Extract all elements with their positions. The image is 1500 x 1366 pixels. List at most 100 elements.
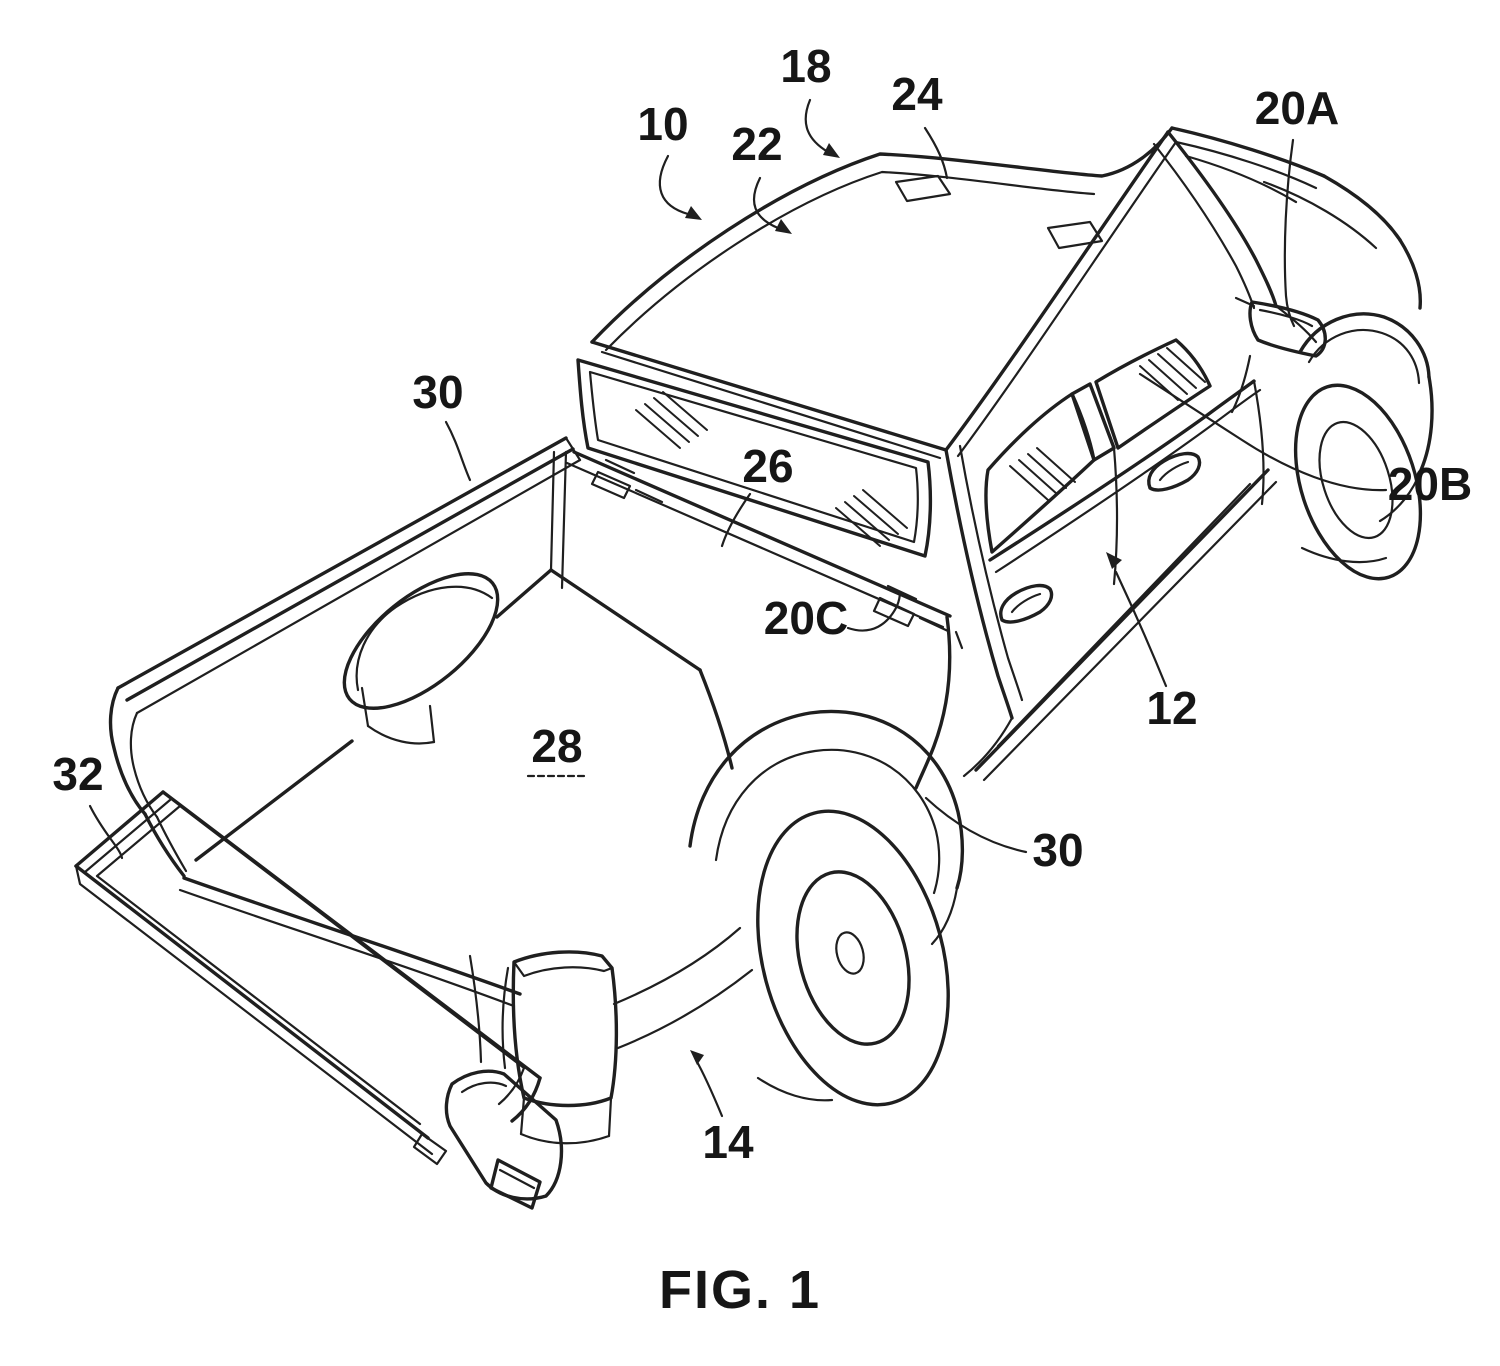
leader-line bbox=[1283, 138, 1296, 328]
c-pillar-inner bbox=[958, 444, 1024, 702]
leader-line bbox=[658, 154, 690, 216]
glass-hatch bbox=[1009, 447, 1076, 501]
drip-rail-outer bbox=[944, 130, 1170, 452]
lower-body-line bbox=[616, 968, 754, 1050]
ref-label-12: 12 bbox=[1146, 682, 1197, 734]
fender-bed-intersect bbox=[698, 668, 734, 770]
rear-fender-wheel bbox=[612, 615, 965, 1107]
tailgate-inner-near bbox=[497, 1066, 526, 1106]
tailgate-far-cap bbox=[74, 790, 165, 868]
bed-front-corner-post bbox=[560, 450, 568, 590]
leader-line bbox=[923, 126, 949, 180]
leader-line bbox=[846, 590, 902, 632]
side-mirror bbox=[1248, 300, 1327, 358]
rear-door-handle-line bbox=[1010, 592, 1042, 614]
front-door-handle-line bbox=[1158, 460, 1190, 482]
floor-left-junction bbox=[194, 739, 354, 862]
pickup-truck-drawing bbox=[74, 126, 1434, 1210]
windshield-header-inner bbox=[1174, 140, 1318, 190]
bed-rear-corner-edge bbox=[468, 954, 483, 1064]
ref-label-26: 26 bbox=[742, 440, 793, 492]
glass-hatch bbox=[835, 489, 908, 547]
slider-latch-tick bbox=[604, 458, 664, 504]
leader-line bbox=[1114, 570, 1168, 688]
rocker-panel-upper bbox=[974, 468, 1270, 772]
c-pillar-outer bbox=[944, 448, 1014, 720]
ref-label-20A: 20A bbox=[1255, 82, 1339, 134]
front-fender-top bbox=[1398, 238, 1423, 310]
cab-side bbox=[944, 338, 1278, 782]
wheel-hump-face bbox=[360, 686, 436, 744]
rear-fender-outer bbox=[688, 709, 965, 890]
ref-14: 14 bbox=[690, 1050, 754, 1168]
door-split-line bbox=[1112, 446, 1119, 586]
figure-caption: FIG. 1 bbox=[659, 1260, 821, 1320]
bed-front-corner-post bbox=[549, 450, 556, 572]
ref-20C: 20C bbox=[764, 590, 902, 644]
ref-32: 32 bbox=[52, 748, 124, 860]
front-door-window bbox=[1094, 338, 1212, 450]
ref-12: 12 bbox=[1106, 552, 1198, 734]
ref-30-upper: 30 bbox=[412, 366, 472, 482]
tailgate-open bbox=[74, 790, 542, 1166]
reference-labels: 10 22 18 24 20A 20B 26 bbox=[52, 40, 1472, 1168]
floor-front-junction bbox=[549, 568, 702, 672]
floor-left-junction bbox=[495, 568, 553, 619]
rear-window-frame bbox=[588, 370, 919, 544]
ref-18: 18 bbox=[780, 40, 840, 158]
cab-rear-window bbox=[565, 358, 964, 650]
cab-base bbox=[962, 716, 1014, 778]
mud-flap-line bbox=[756, 1076, 834, 1102]
front-wheel-arch-inner bbox=[1307, 328, 1421, 385]
door-bottom-line bbox=[996, 482, 1252, 748]
leader-line bbox=[88, 804, 124, 860]
taillight-top-face bbox=[512, 960, 614, 978]
a-pillar-and-mirror bbox=[1152, 130, 1327, 414]
taillight-bracket-bottom bbox=[519, 1132, 611, 1145]
cab-roof bbox=[590, 126, 1178, 460]
a-pillar-inner bbox=[1152, 142, 1256, 310]
roofline-far bbox=[590, 126, 1174, 344]
ref-label-20C: 20C bbox=[764, 592, 848, 644]
belt-line-lower bbox=[994, 388, 1262, 574]
bed-rear-corner-edge bbox=[501, 966, 510, 1070]
ref-label-30-upper: 30 bbox=[412, 366, 463, 418]
leader-arrowhead-icon bbox=[1106, 552, 1122, 569]
hood-far-edge bbox=[1322, 174, 1402, 242]
rear-fender-inner bbox=[714, 748, 941, 895]
leader-arrowhead-icon bbox=[775, 219, 792, 234]
front-tire bbox=[1293, 383, 1423, 581]
roof-rear-edge-inner bbox=[600, 350, 942, 460]
ref-label-10: 10 bbox=[637, 98, 688, 150]
rear-corner-drop bbox=[143, 812, 186, 878]
tailgate-notch bbox=[412, 1132, 448, 1166]
hood-crease bbox=[1262, 180, 1378, 250]
roof-rear-edge bbox=[590, 340, 948, 452]
slider-latch-tick bbox=[886, 584, 964, 650]
bed-side-edge bbox=[914, 615, 952, 790]
ref-label-18: 18 bbox=[780, 40, 831, 92]
bed-left-rail-inner bbox=[135, 458, 582, 715]
slider-latch bbox=[872, 596, 916, 628]
ref-20A: 20A bbox=[1255, 82, 1339, 328]
ref-label-28: 28 bbox=[531, 720, 582, 772]
rocker-panel-lower bbox=[982, 480, 1278, 782]
tailgate-sill bbox=[182, 876, 522, 996]
tailgate-near-end bbox=[510, 1076, 542, 1123]
wheel-hump-rim bbox=[355, 585, 494, 692]
ref-28: 28 bbox=[526, 720, 590, 778]
mirror-stalk bbox=[1234, 296, 1256, 308]
taillight-bracket bbox=[519, 1096, 613, 1138]
front-wheel-arch-outer bbox=[1298, 312, 1431, 379]
lower-body-line bbox=[612, 926, 742, 1006]
ref-label-14: 14 bbox=[702, 1116, 754, 1168]
rear-bumper bbox=[444, 1069, 564, 1210]
rear-window-outline bbox=[576, 358, 933, 558]
front-body-lower bbox=[1419, 375, 1434, 472]
slider-latch bbox=[590, 470, 632, 500]
ref-label-30-lower: 30 bbox=[1032, 824, 1083, 876]
ref-30-lower: 30 bbox=[924, 796, 1084, 876]
ref-22: 22 bbox=[731, 118, 792, 234]
